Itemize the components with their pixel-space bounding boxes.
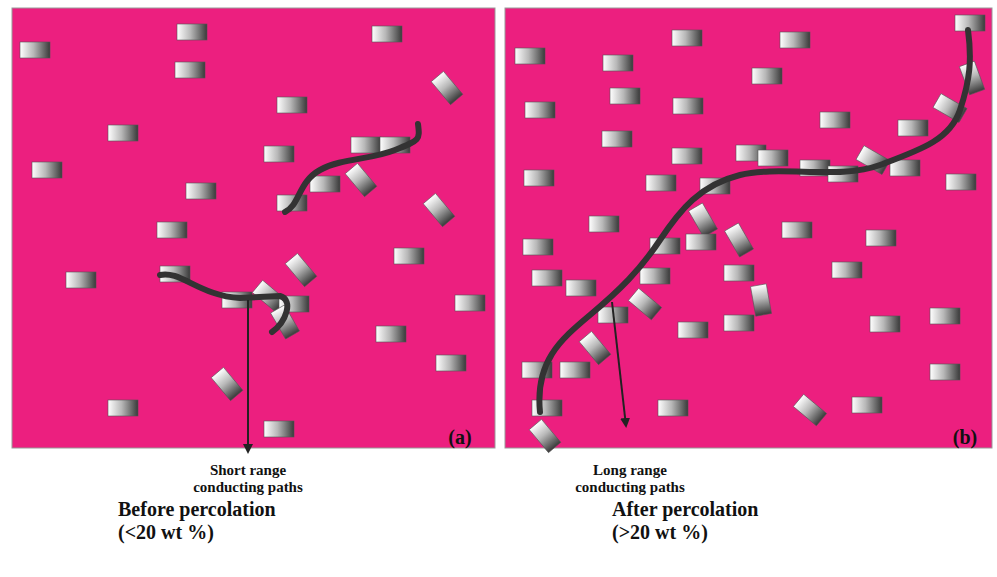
filler-particle [524,170,554,186]
filler-particle [658,400,688,416]
filler-particle [394,248,424,264]
filler-particle [579,331,611,364]
conducting-paths [160,30,970,412]
filler-particle [602,131,632,147]
filler-particle [852,397,882,413]
filler-particle [175,62,205,78]
filler-particle [628,288,661,320]
filler-particle [177,24,207,40]
panel-caption: Before percolation (<20 wt %) [118,498,298,544]
filler-particle [752,68,782,84]
filler-particle [898,120,928,136]
filler-particle [725,223,754,257]
filler-particle [345,163,377,196]
filler-particle [672,148,702,164]
filler-particle [866,230,896,246]
filler-particle [610,88,640,104]
filler-particle [724,315,754,331]
filler-particle [686,234,716,250]
filler-particle [529,419,561,452]
panel-caption: After percolation (>20 wt %) [612,498,792,544]
panel-tag: (a) [435,426,485,449]
filler-particle [20,42,50,58]
filler-particle [870,316,900,332]
conducting-path [539,30,970,412]
filler-particles [20,15,985,453]
annotation: Short range conducting paths [178,462,318,497]
filler-particle [264,146,294,162]
filler-particle [436,355,466,371]
filler-particle [646,175,676,191]
filler-particle [523,239,553,255]
filler-particle [672,30,702,46]
filler-particle [820,112,850,128]
conducting-path [160,274,287,332]
polymer-matrix [505,8,992,448]
filler-particle [589,216,619,232]
filler-particle [157,222,187,238]
filler-particle [372,26,402,42]
filler-particle [66,272,96,288]
filler-particle [946,174,976,190]
filler-particle [640,268,670,284]
conducting-path [285,124,419,212]
annotation: Long range conducting paths [560,462,700,497]
filler-particle [515,48,545,64]
filler-particle [793,394,826,426]
filler-particle [678,322,708,338]
filler-particle [264,421,294,437]
filler-particle [532,270,562,286]
filler-particle [525,102,555,118]
filler-particle [277,97,307,113]
filler-particle [186,183,216,199]
filler-particle [603,55,633,71]
filler-particle [32,162,62,178]
leader-arrow [612,302,626,426]
filler-particle [285,253,317,286]
filler-particle [108,400,138,416]
filler-particle [780,32,810,48]
filler-particle [566,280,596,296]
filler-particle [751,284,772,316]
filler-particle [673,98,703,114]
filler-particle [930,364,960,380]
filler-particle [310,176,340,192]
filler-particle [351,137,381,153]
filler-particle [724,265,754,281]
filler-particle [560,362,590,378]
filler-particle [832,262,862,278]
filler-particle [782,222,812,238]
filler-particle [108,125,138,141]
filler-particle [455,295,485,311]
panel-tag: (b) [940,426,990,449]
filler-particle [431,71,463,104]
filler-particle [930,308,960,324]
filler-particle [758,150,788,166]
filler-particle [423,193,455,226]
filler-particle [211,367,243,400]
leader-arrow [247,300,249,452]
filler-particle [689,203,718,237]
polymer-matrix [12,8,495,448]
filler-particle [376,326,406,342]
